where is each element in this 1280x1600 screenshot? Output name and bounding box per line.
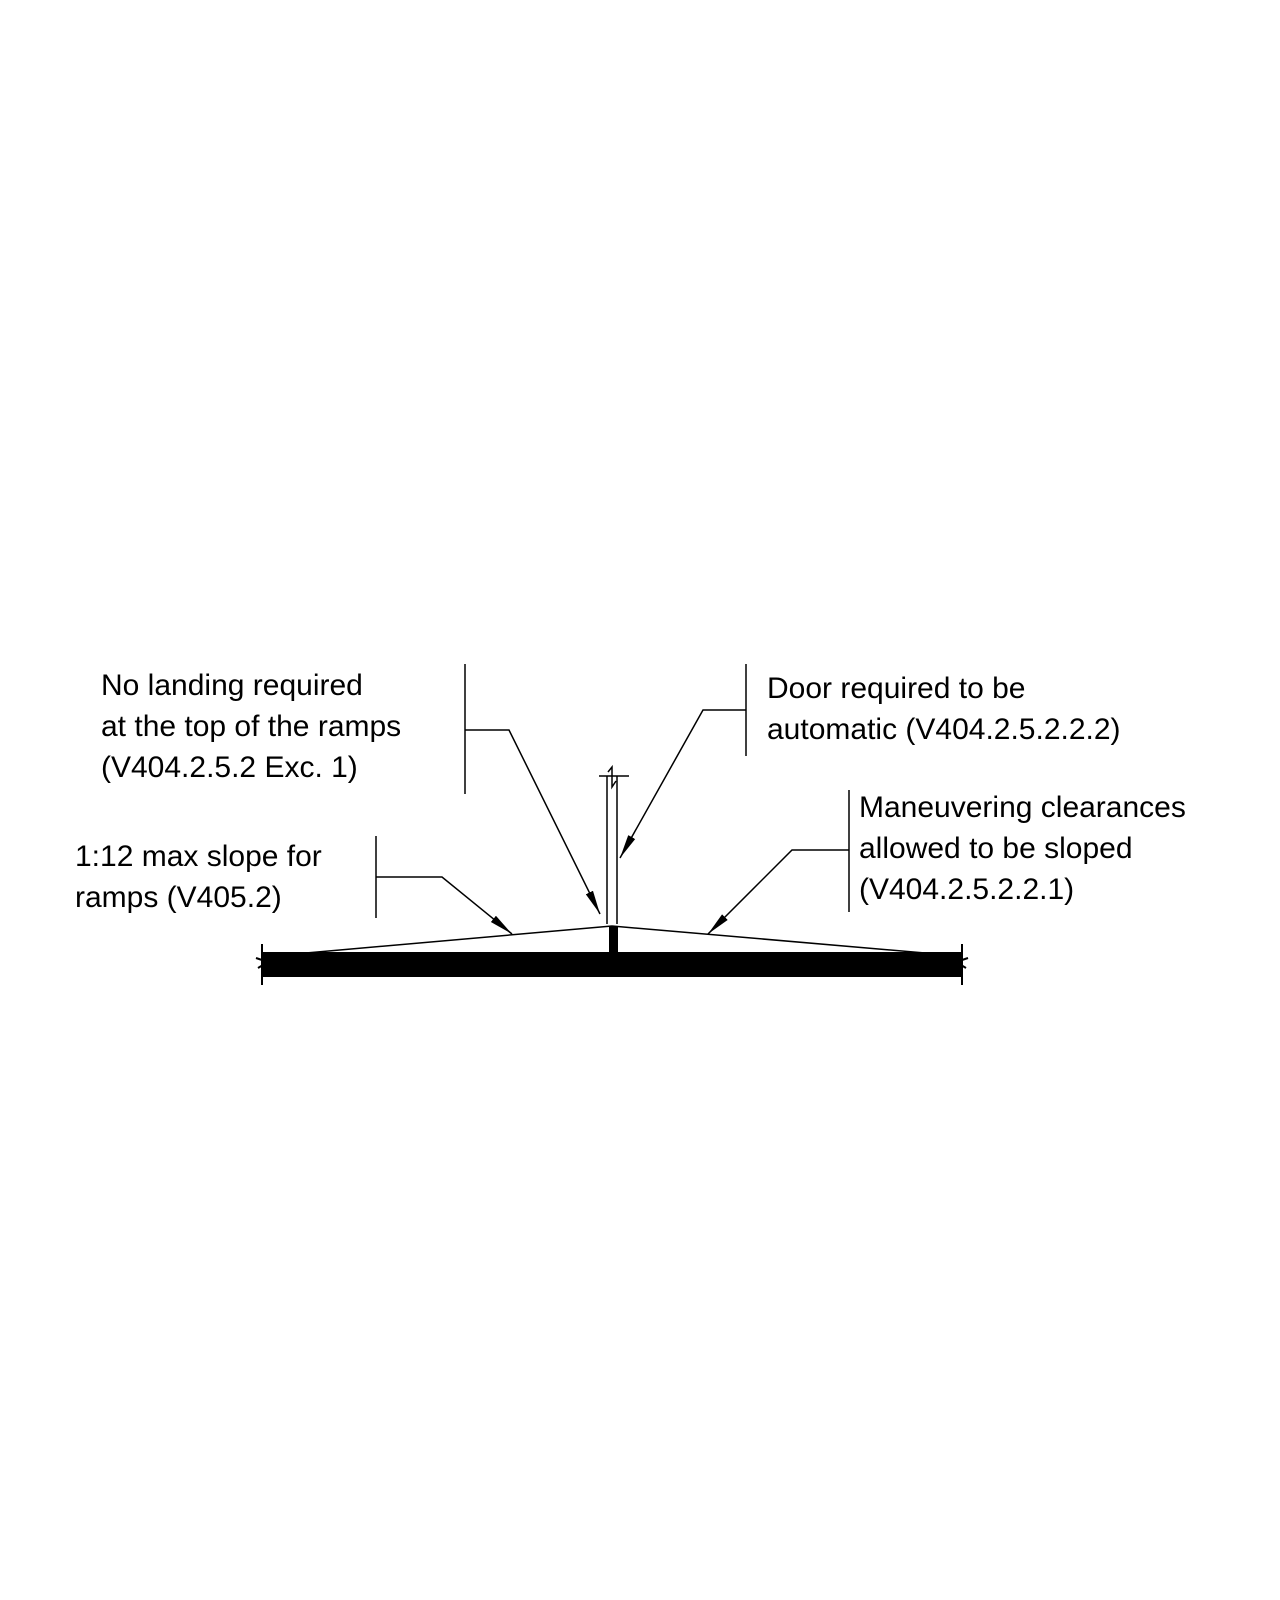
leader-no-landing <box>465 729 601 915</box>
callout-line: at the top of the ramps <box>101 710 402 743</box>
callout-maneuvering: Maneuvering clearances allowed to be slo… <box>859 787 1186 910</box>
callout-line: allowed to be sloped <box>859 832 1133 865</box>
callout-line: (V404.2.5.2 Exc. 1) <box>101 751 358 784</box>
callout-line: 1:12 max slope for <box>75 840 322 873</box>
floor-slab <box>255 944 969 985</box>
leader-maneuvering <box>707 849 849 935</box>
callout-line: No landing required <box>101 669 363 702</box>
ramp-right <box>611 925 926 954</box>
break-symbol <box>607 764 617 790</box>
leaders <box>375 664 850 935</box>
ramps <box>305 925 926 954</box>
callout-slope: 1:12 max slope for ramps (V405.2) <box>75 836 322 918</box>
leader-door <box>619 709 746 859</box>
callout-line: automatic (V404.2.5.2.2.2) <box>767 713 1121 746</box>
leader-slope <box>376 876 513 935</box>
callout-line: Maneuvering clearances <box>859 791 1186 824</box>
callout-line: Door required to be <box>767 672 1026 705</box>
callout-no-landing: No landing required at the top of the ra… <box>101 665 401 788</box>
callout-door-automatic: Door required to be automatic (V404.2.5.… <box>767 668 1121 750</box>
ramp-left <box>305 925 613 954</box>
callout-line: (V404.2.5.2.2.1) <box>859 873 1075 906</box>
callout-line: ramps (V405.2) <box>75 881 282 914</box>
door-threshold <box>609 926 618 953</box>
door <box>599 764 629 953</box>
